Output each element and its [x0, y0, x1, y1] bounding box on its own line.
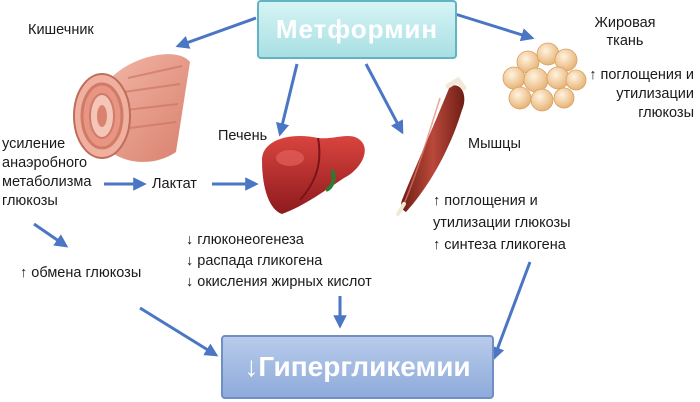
muscle-illustration: [396, 76, 467, 216]
metformin-box: Метформин: [257, 0, 457, 59]
arrow-to-intestine: [175, 16, 257, 49]
result-text: ↓Гипергликемии: [244, 351, 471, 382]
fat-effect-line: утилизации: [616, 86, 694, 102]
liver-effect-line: ↓ глюконеогенеза: [186, 232, 304, 248]
fat-effect-line: глюкозы: [638, 105, 694, 121]
muscle-effect-line: ↑ поглощения и: [433, 193, 538, 209]
liver-effects: ↓ глюконеогенеза ↓ распада гликогена ↓ о…: [186, 230, 372, 293]
muscle-effects: ↑ поглощения и утилизации глюкозы ↑ синт…: [433, 190, 571, 256]
arrow-muscle-to-result: [491, 261, 532, 361]
lactate-label: Лактат: [152, 176, 197, 192]
fat-label-line: ткань: [606, 33, 644, 49]
arrow-exchange-to-result: [139, 306, 219, 357]
muscle-effect-line: ↑ синтеза гликогена: [433, 237, 566, 253]
liver-effect-line: ↓ распада гликогена: [186, 253, 323, 269]
fat-effects: ↑ поглощения и утилизации глюкозы: [566, 66, 694, 123]
intestine-label: Кишечник: [28, 22, 94, 38]
intestine-effect-text: усиление анаэробного метаболизма глюкозы: [2, 135, 91, 211]
liver-illustration: [262, 135, 365, 214]
intestine-effect-line: глюкозы: [2, 193, 58, 209]
arrow-to-fat: [454, 12, 535, 42]
fat-tissue-label: Жировая ткань: [580, 14, 670, 50]
muscle-effect-line: утилизации глюкозы: [433, 215, 571, 231]
arrow-to-liver: [275, 63, 299, 137]
fat-label-line: Жировая: [594, 15, 656, 31]
arrow-to-muscle: [364, 63, 404, 135]
liver-label: Печень: [218, 128, 268, 144]
intestine-effect-line: усиление: [2, 136, 66, 152]
metformin-title: Метформин: [275, 14, 439, 44]
glucose-exchange-label: ↑ обмена глюкозы: [20, 265, 142, 281]
fat-tissue-illustration: [502, 42, 587, 112]
result-box: ↓Гипергликемии: [221, 335, 494, 399]
intestine-effect-line: анаэробного: [2, 155, 88, 171]
fat-effect-line: ↑ поглощения и: [589, 67, 694, 83]
arrow-to-glucose-exchange: [33, 222, 69, 248]
intestine-effect-line: метаболизма: [2, 174, 92, 190]
intestine-illustration: [73, 54, 190, 162]
liver-effect-line: ↓ окисления жирных кислот: [186, 274, 372, 290]
muscle-label: Мышцы: [468, 136, 521, 152]
